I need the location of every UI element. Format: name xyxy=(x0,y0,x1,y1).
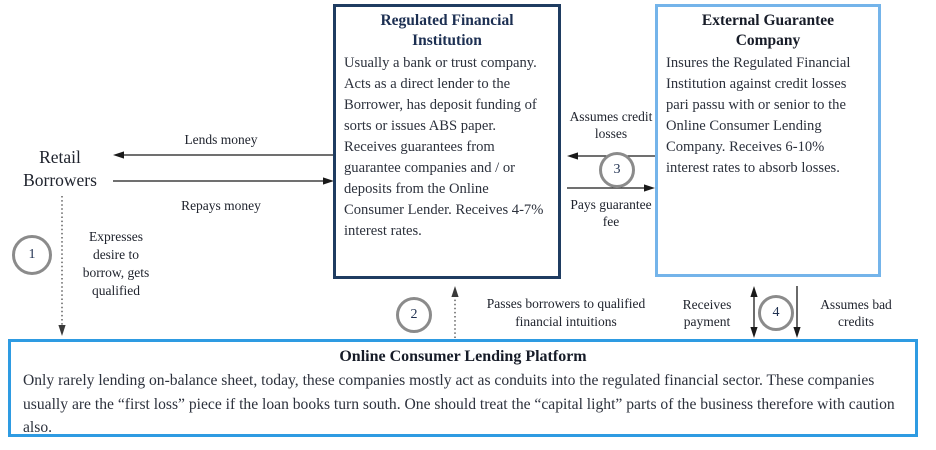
regulated-financial-institution-box: Regulated Financial Institution Usually … xyxy=(333,4,561,279)
external-guarantee-company-title: External Guarantee Company xyxy=(701,12,835,49)
regulated-financial-institution-title: Regulated Financial Institution xyxy=(380,12,514,49)
retail-borrowers-label: Retail Borrowers xyxy=(23,147,97,190)
step-1-badge: 1 xyxy=(12,235,52,275)
expresses-desire-arrow xyxy=(58,196,66,336)
lends-money-label: Lends money xyxy=(184,132,258,147)
pays-guarantee-fee-label: Pays guarantee fee xyxy=(570,197,652,229)
repays-money-label: Repays money xyxy=(181,198,261,213)
online-consumer-lending-platform-box: Online Consumer Lending Platform Only ra… xyxy=(8,339,918,437)
online-consumer-lending-platform-title: Online Consumer Lending Platform xyxy=(339,348,587,365)
expresses-desire-label: Expresses desire to borrow, gets qualifi… xyxy=(82,229,150,298)
receives-payment-label: Receives payment xyxy=(682,297,732,329)
assumes-credit-losses-label: Assumes credit losses xyxy=(569,109,653,141)
repays-money-arrow xyxy=(113,177,334,185)
assumes-bad-credits-label: Assumes bad credits xyxy=(820,297,892,329)
external-guarantee-company-box: External Guarantee Company Insures the R… xyxy=(655,4,881,277)
lends-money-arrow xyxy=(113,151,333,159)
assumes-bad-credits-arrow xyxy=(793,286,801,338)
external-guarantee-company-body: Insures the Regulated Financial Institut… xyxy=(666,55,851,176)
step-4-badge: 4 xyxy=(758,295,794,331)
pays-guarantee-fee-arrow xyxy=(567,184,655,192)
passes-borrowers-label: Passes borrowers to qualified financial … xyxy=(486,296,646,329)
regulated-financial-institution-body: Usually a bank or trust company. Acts as… xyxy=(344,55,544,239)
receives-payment-arrow xyxy=(750,286,758,338)
step-3-badge: 3 xyxy=(599,152,635,188)
passes-borrowers-arrow xyxy=(451,286,459,338)
step-2-badge: 2 xyxy=(396,297,432,333)
online-consumer-lending-platform-body: Only rarely lending on-balance sheet, to… xyxy=(23,372,895,436)
